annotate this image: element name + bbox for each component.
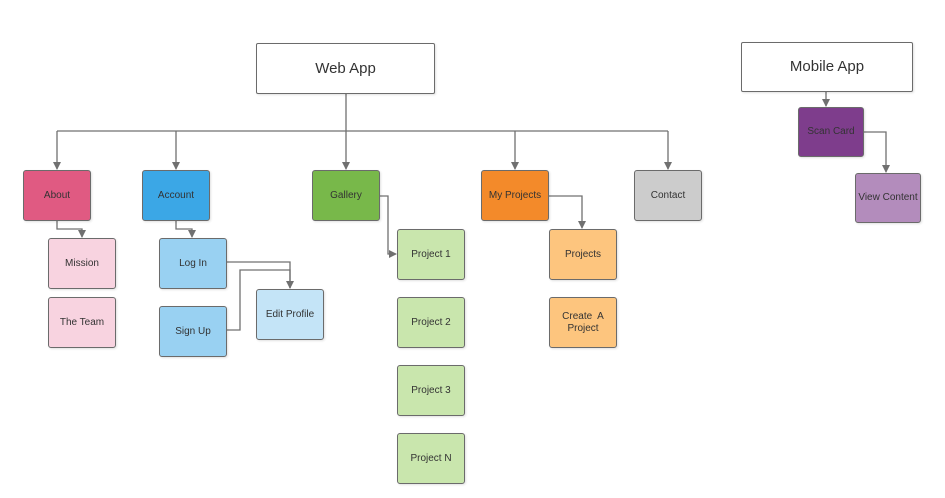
node-web-app[interactable]: Web App xyxy=(256,43,435,94)
node-log-in-label: Log In xyxy=(179,257,207,269)
node-project-2[interactable]: Project 2 xyxy=(397,297,465,348)
edge-account-login xyxy=(175,221,196,238)
node-project-n-label: Project N xyxy=(410,452,452,464)
node-create-a-project[interactable]: Create A Project xyxy=(549,297,617,348)
edge-signup-editprofile xyxy=(227,269,291,331)
node-project-2-label: Project 2 xyxy=(411,316,451,328)
node-view-content[interactable]: View Content xyxy=(855,173,921,223)
edge-about-mission xyxy=(56,221,86,238)
node-create-a-project-label: Create A Project xyxy=(562,310,607,334)
node-scan-card[interactable]: Scan Card xyxy=(798,107,864,157)
node-mobile-app-label: Mobile App xyxy=(789,58,865,75)
node-account[interactable]: Account xyxy=(142,170,210,221)
node-gallery[interactable]: Gallery xyxy=(312,170,380,221)
node-the-team[interactable]: The Team xyxy=(48,297,116,348)
node-the-team-label: The Team xyxy=(59,316,105,328)
node-mobile-app[interactable]: Mobile App xyxy=(741,42,913,92)
edge-login-editprofile xyxy=(227,261,294,289)
node-edit-profile[interactable]: Edit Profile xyxy=(256,289,324,340)
node-project-n[interactable]: Project N xyxy=(397,433,465,484)
node-edit-profile-label: Edit Profile xyxy=(265,308,315,320)
node-projects[interactable]: Projects xyxy=(549,229,617,280)
node-about[interactable]: About xyxy=(23,170,91,221)
node-my-projects[interactable]: My Projects xyxy=(481,170,549,221)
edge-scancard-viewcontent xyxy=(863,131,890,173)
node-gallery-label: Gallery xyxy=(330,189,362,201)
node-scan-card-label: Scan Card xyxy=(807,126,855,137)
node-account-label: Account xyxy=(157,189,195,201)
node-view-content-label: View Content xyxy=(858,192,918,203)
node-project-3-label: Project 3 xyxy=(411,384,451,396)
node-sign-up-label: Sign Up xyxy=(175,325,211,337)
node-contact-label: Contact xyxy=(650,189,686,201)
node-about-label: About xyxy=(43,189,71,201)
edge-myprojects-projects xyxy=(549,195,586,229)
edge-gallery-project1 xyxy=(380,195,397,258)
node-project-3[interactable]: Project 3 xyxy=(397,365,465,416)
node-web-app-label: Web App xyxy=(315,59,376,77)
node-contact[interactable]: Contact xyxy=(634,170,702,221)
node-project-1[interactable]: Project 1 xyxy=(397,229,465,280)
node-mission[interactable]: Mission xyxy=(48,238,116,289)
node-projects-label: Projects xyxy=(564,248,602,260)
node-mission-label: Mission xyxy=(65,257,99,269)
node-log-in[interactable]: Log In xyxy=(159,238,227,289)
node-my-projects-label: My Projects xyxy=(488,189,542,201)
node-sign-up[interactable]: Sign Up xyxy=(159,306,227,357)
node-project-1-label: Project 1 xyxy=(411,248,451,260)
